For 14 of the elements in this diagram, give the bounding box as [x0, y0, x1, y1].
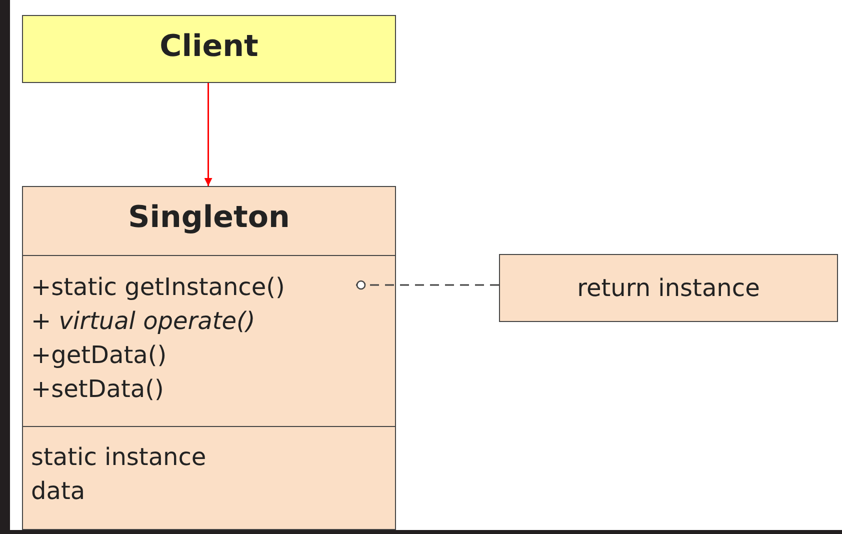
class-name: Singleton — [127, 201, 291, 235]
class-box — [22, 15, 396, 83]
member-text: static instance — [31, 442, 206, 473]
class-box — [22, 186, 396, 530]
arrow — [204, 83, 212, 186]
member-text: + virtual operate() — [31, 306, 256, 337]
member-text: +getData() — [31, 340, 167, 371]
note-box — [499, 254, 838, 322]
member-text: +setData() — [31, 374, 164, 405]
member-text: data — [31, 476, 86, 507]
dashed-connector — [356, 280, 499, 290]
member-text: +static getInstance() — [31, 272, 285, 303]
note-text: return instance — [576, 273, 761, 304]
class-name: Client — [158, 30, 260, 64]
